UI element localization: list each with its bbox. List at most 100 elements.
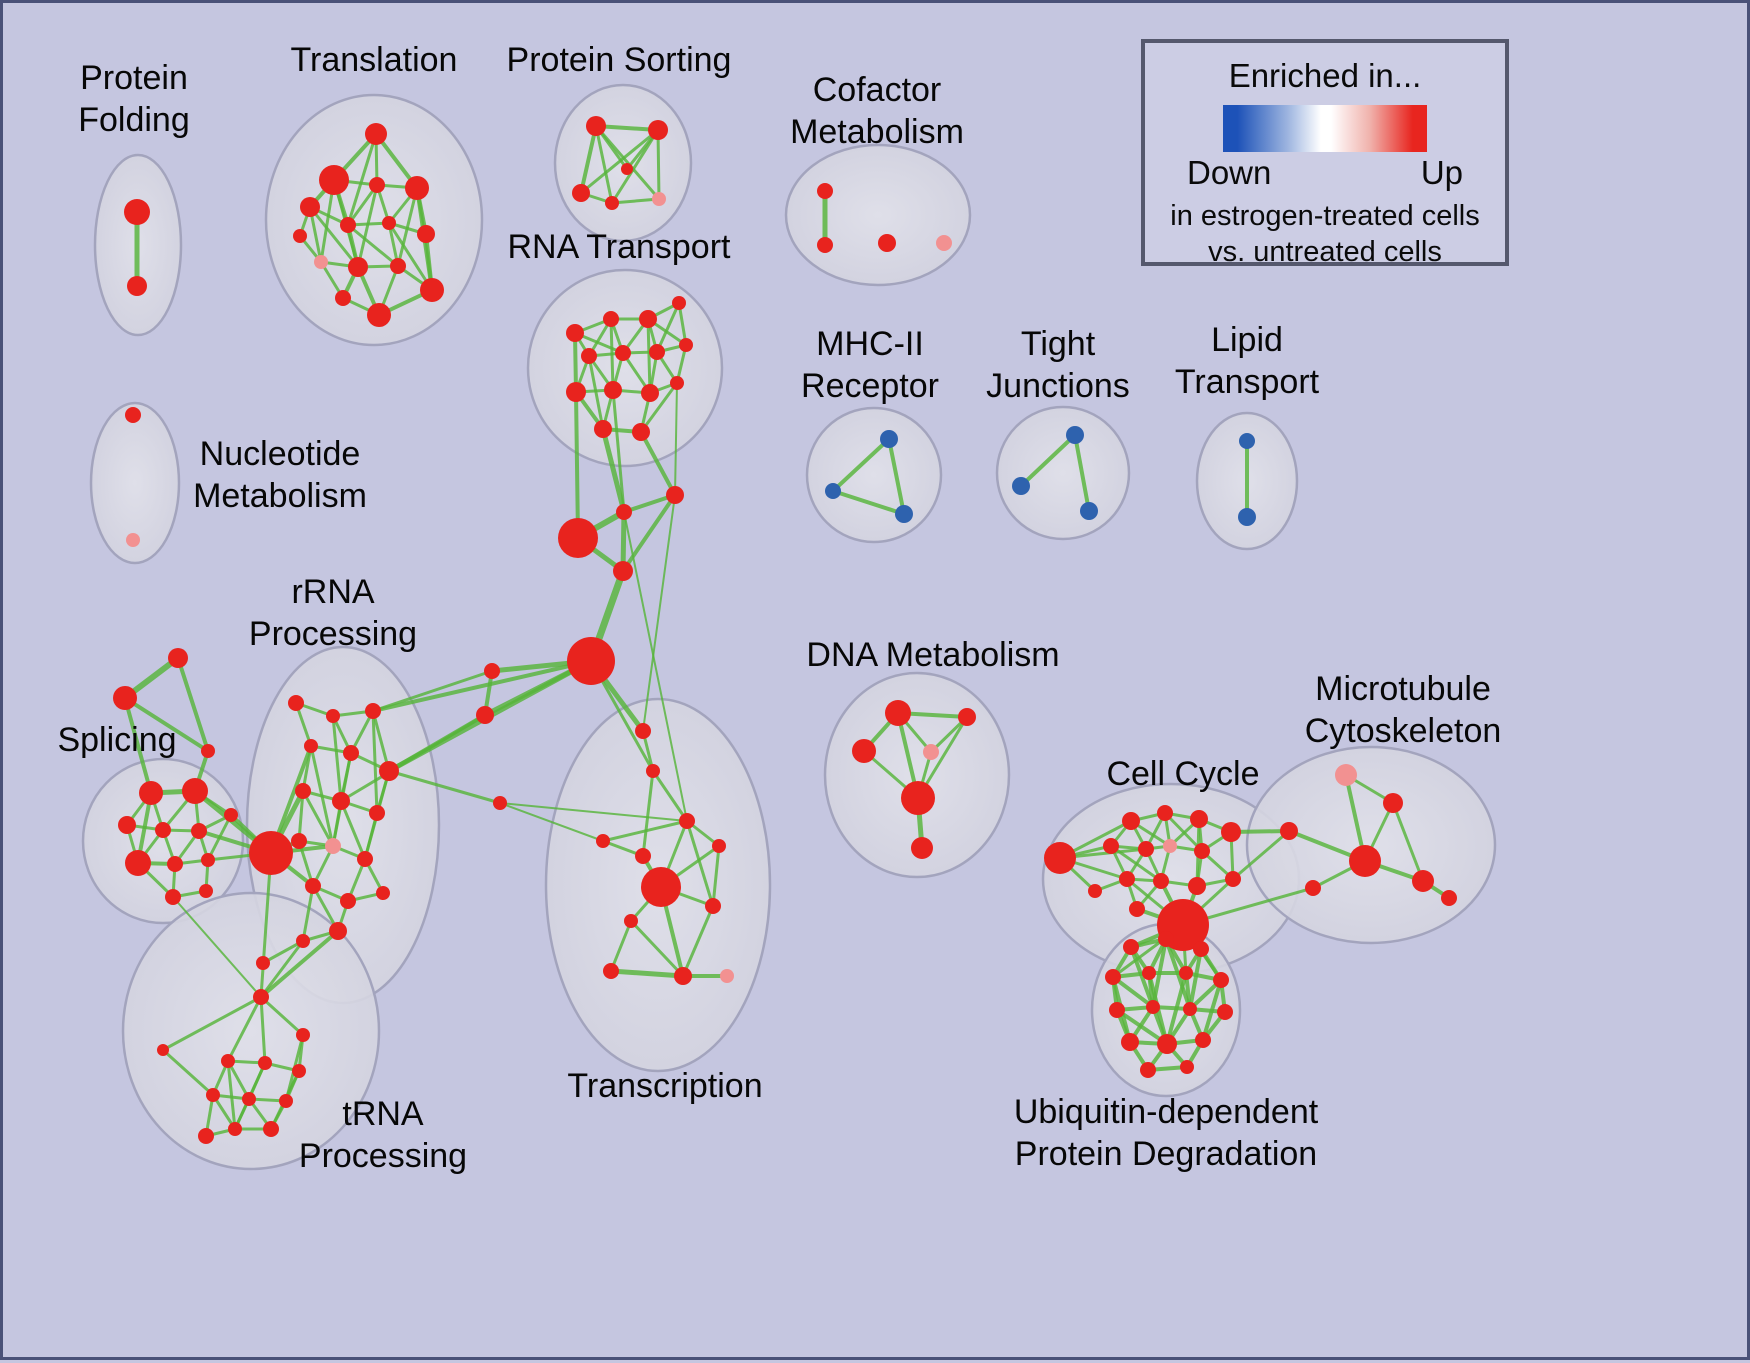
network-edge — [646, 317, 652, 395]
network-node — [199, 884, 213, 898]
network-node — [1183, 1002, 1197, 1016]
network-node — [1305, 880, 1321, 896]
network-edge — [259, 929, 340, 999]
network-edge — [339, 799, 367, 861]
network-node — [326, 709, 340, 723]
network-node — [292, 1064, 306, 1078]
network-node — [1335, 764, 1357, 786]
network-edge — [608, 968, 686, 979]
network-node — [279, 1094, 293, 1108]
network-node — [1153, 873, 1169, 889]
network-edge — [172, 896, 262, 998]
network-edge — [611, 388, 626, 514]
network-edge — [677, 301, 688, 347]
network-node — [124, 199, 150, 225]
network-node — [1140, 1062, 1156, 1078]
network-edge — [226, 995, 263, 1063]
network-node — [1129, 901, 1145, 917]
network-node — [365, 703, 381, 719]
network-edge — [587, 354, 605, 431]
network-edge — [1165, 971, 1188, 1046]
network-node — [603, 963, 619, 979]
network-node — [314, 255, 328, 269]
network-node — [621, 163, 633, 175]
network-node — [878, 234, 896, 252]
network-edge — [346, 183, 379, 227]
network-node — [852, 739, 876, 763]
network-edge — [259, 939, 305, 999]
network-node — [376, 886, 390, 900]
network-node — [901, 781, 935, 815]
network-edge — [594, 124, 614, 205]
network-node — [390, 258, 406, 274]
network-node — [242, 1092, 256, 1106]
network-edge — [621, 493, 677, 573]
network-edge — [331, 714, 343, 803]
network-node — [817, 237, 833, 253]
network-edge — [609, 317, 615, 392]
network-node — [639, 310, 657, 328]
network-node — [936, 235, 952, 251]
network-node — [343, 745, 359, 761]
network-node — [1188, 877, 1206, 895]
network-node — [296, 1028, 310, 1042]
network-edge — [356, 183, 379, 269]
network-node — [340, 217, 356, 233]
cluster-label-rt: RNA Transport — [508, 228, 732, 266]
network-node — [1044, 842, 1076, 874]
network-node — [1383, 793, 1403, 813]
network-node — [641, 384, 659, 402]
cluster-ellipse-tj — [995, 405, 1131, 541]
network-edge — [226, 1059, 251, 1101]
network-node — [615, 345, 631, 361]
network-node — [632, 423, 650, 441]
network-node — [674, 967, 692, 985]
network-edge — [259, 995, 305, 1037]
network-edge — [1201, 978, 1223, 1042]
network-node — [167, 856, 183, 872]
network-edge — [371, 709, 391, 773]
network-node — [712, 839, 726, 853]
network-node — [165, 889, 181, 905]
network-edge — [681, 904, 715, 978]
network-edge — [639, 430, 677, 497]
network-node — [369, 805, 385, 821]
network-node — [1412, 870, 1434, 892]
network-node — [1180, 1060, 1194, 1074]
network-edge — [176, 656, 210, 753]
network-edge — [301, 789, 335, 848]
network-node — [304, 739, 318, 753]
legend-subtitle-line1: in estrogen-treated cells — [1170, 200, 1480, 232]
network-edge — [499, 802, 688, 822]
network-node — [1349, 845, 1381, 877]
network-node — [221, 1054, 235, 1068]
network-node — [649, 344, 665, 360]
network-node — [958, 708, 976, 726]
network-node — [1194, 843, 1210, 859]
network-node — [263, 1121, 279, 1137]
network-node — [670, 376, 684, 390]
network-edge — [600, 426, 627, 515]
network-node — [379, 761, 399, 781]
network-edge — [259, 995, 267, 1065]
network-node — [1280, 822, 1298, 840]
network-node — [1193, 941, 1209, 957]
network-edge — [371, 659, 593, 713]
network-edge — [339, 713, 487, 803]
network-node — [586, 116, 606, 136]
legend-down-label: Down — [1187, 154, 1272, 191]
network-edge — [629, 919, 685, 978]
network-node — [1088, 884, 1102, 898]
cluster-ellipse-mc — [1245, 745, 1497, 945]
network-node — [348, 257, 368, 277]
network-node — [572, 184, 590, 202]
legend-subtitle-line2: vs. untreated cells — [1208, 236, 1442, 268]
network-node — [1238, 508, 1256, 526]
network-node — [624, 914, 638, 928]
network-edge — [1111, 975, 1155, 1009]
network-node — [319, 165, 349, 195]
